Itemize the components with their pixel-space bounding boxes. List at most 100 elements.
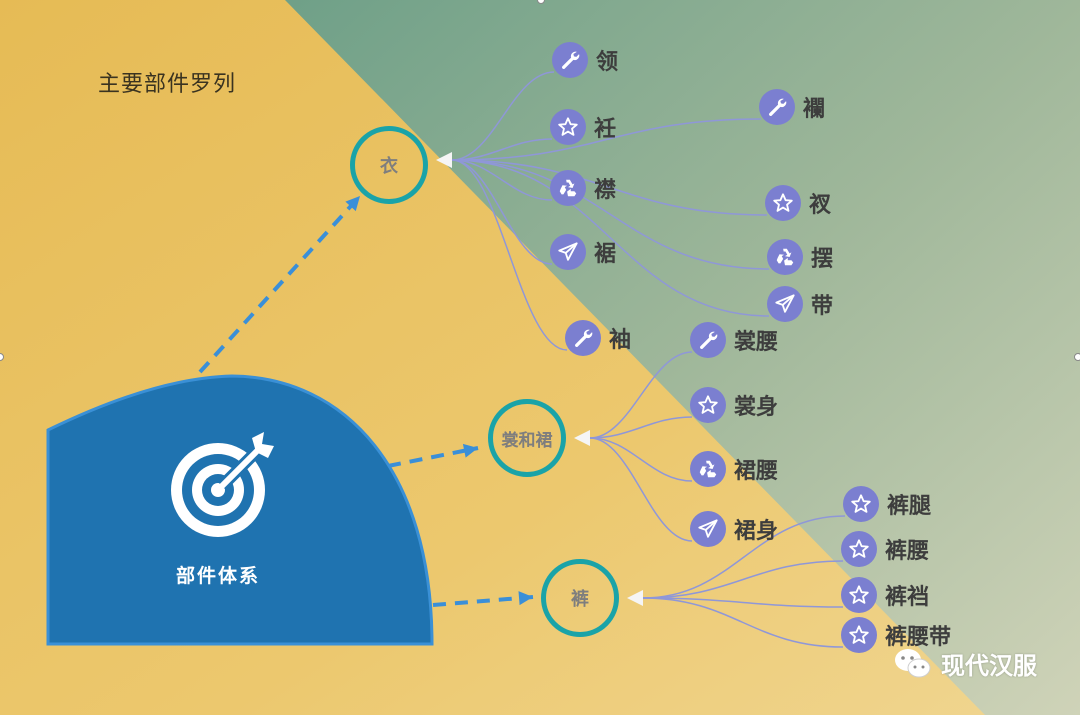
- connector-line: [451, 159, 768, 216]
- leaf-node[interactable]: 衩: [765, 185, 831, 221]
- connector-line: [451, 159, 770, 317]
- leaf-icon-badge: [690, 322, 726, 358]
- leaf-label: 裙腰: [734, 459, 779, 484]
- leaf-node[interactable]: 摆: [767, 239, 833, 275]
- leaf-node[interactable]: 裤腿: [843, 486, 931, 522]
- leaf-icon-badge: [690, 511, 726, 547]
- connector-line: [642, 560, 844, 599]
- connector-line: [589, 437, 693, 542]
- leaf-icon-badge: [552, 42, 588, 78]
- leaf-icon-badge: [565, 320, 601, 356]
- connector-line: [451, 118, 762, 161]
- leaf-label: 襟: [594, 178, 617, 203]
- connector-line: [451, 71, 555, 161]
- paper-plane-icon: [698, 519, 718, 538]
- leaf-icon-badge: [841, 531, 877, 567]
- star-icon: [773, 193, 793, 212]
- dashed-arrowhead-ku: [518, 591, 533, 606]
- leaf-node[interactable]: 襴: [759, 89, 825, 125]
- leaf-label: 裳腰: [734, 330, 779, 355]
- hub-node-label: 衣: [380, 156, 398, 177]
- leaf-label: 裤腰带: [885, 625, 952, 650]
- connector-line: [451, 159, 553, 201]
- leaf-icon-badge: [550, 109, 586, 145]
- leaf-node[interactable]: 袖: [565, 320, 631, 356]
- star-icon: [849, 625, 869, 644]
- leaf-node[interactable]: 带: [767, 286, 833, 322]
- wrench-icon: [562, 51, 580, 69]
- connector-line: [589, 437, 693, 482]
- leaf-icon-badge: [841, 577, 877, 613]
- leaf-node[interactable]: 裾: [550, 234, 616, 270]
- leaf-node[interactable]: 领: [552, 42, 618, 78]
- connector-line: [642, 597, 844, 608]
- dashed-arrowhead-chang: [462, 443, 478, 458]
- core-node-label: 部件体系: [175, 565, 260, 587]
- leaf-label: 裤腰: [885, 539, 930, 564]
- connector-arrow-yi: [436, 152, 452, 168]
- leaf-node[interactable]: 裳腰: [690, 322, 778, 358]
- leaf-label: 裳身: [734, 395, 779, 420]
- star-icon: [849, 585, 869, 604]
- dashed-link-chang: [387, 446, 479, 468]
- leaf-node[interactable]: 裙身: [690, 511, 778, 547]
- recycle-icon: [776, 248, 794, 266]
- wrench-icon: [700, 331, 718, 349]
- leaf-icon-badge: [841, 617, 877, 653]
- leaf-icon-badge: [843, 486, 879, 522]
- watermark-text: 现代汉服: [941, 652, 1037, 680]
- connector-line: [589, 416, 693, 439]
- leaf-node[interactable]: 裤腰: [841, 531, 929, 567]
- leaf-label: 裾: [594, 242, 617, 267]
- leaf-icon-badge: [690, 451, 726, 487]
- connector-line: [451, 159, 553, 265]
- connector-line: [642, 515, 846, 599]
- leaf-node[interactable]: 裤腰带: [841, 617, 951, 653]
- recycle-icon: [699, 460, 717, 478]
- leaf-label: 摆: [811, 247, 834, 272]
- connector-arrow-chang: [574, 430, 590, 446]
- page-title: 主要部件罗列: [98, 72, 237, 97]
- leaf-node[interactable]: 裤裆: [841, 577, 929, 613]
- leaf-label: 裙身: [734, 519, 779, 544]
- watermark: 现代汉服: [893, 646, 1037, 681]
- target-icon: [171, 432, 274, 537]
- wrench-icon: [575, 329, 593, 347]
- leaf-label: 衩: [809, 193, 832, 218]
- leaf-icon-badge: [765, 185, 801, 221]
- dashed-arrowhead-yi: [345, 196, 360, 212]
- leaf-label: 裤裆: [885, 585, 930, 610]
- leaf-node[interactable]: 衽: [550, 109, 616, 145]
- paper-plane-icon: [775, 294, 795, 313]
- connector-arrow-ku: [627, 590, 643, 606]
- star-icon: [698, 395, 718, 414]
- star-icon: [849, 539, 869, 558]
- connector-line: [451, 159, 770, 270]
- hub-node-yi[interactable]: 衣: [350, 126, 428, 204]
- star-icon: [851, 494, 871, 513]
- hub-node-ku[interactable]: 裤: [541, 559, 619, 637]
- resize-handle-right[interactable]: [1074, 353, 1080, 361]
- connector-line: [589, 351, 693, 439]
- leaf-label: 衽: [594, 117, 617, 142]
- leaf-label: 带: [811, 294, 834, 319]
- leaf-label: 袖: [609, 328, 632, 353]
- connector-line: [451, 159, 568, 351]
- leaf-node[interactable]: 裳身: [690, 387, 778, 423]
- paper-plane-icon: [558, 242, 578, 261]
- wechat-icon: [895, 648, 931, 677]
- star-icon: [558, 117, 578, 136]
- leaf-label: 襴: [803, 97, 826, 122]
- hub-node-label: 裤: [571, 589, 589, 610]
- leaf-icon-badge: [759, 89, 795, 125]
- hub-node-chang[interactable]: 裳和裙: [488, 399, 566, 477]
- leaf-icon-badge: [767, 286, 803, 322]
- leaf-node[interactable]: 襟: [550, 170, 616, 206]
- leaf-icon-badge: [550, 234, 586, 270]
- leaf-icon-badge: [690, 387, 726, 423]
- leaf-label: 裤腿: [887, 494, 932, 519]
- leaf-label: 领: [596, 50, 619, 75]
- leaf-node[interactable]: 裙腰: [690, 451, 778, 487]
